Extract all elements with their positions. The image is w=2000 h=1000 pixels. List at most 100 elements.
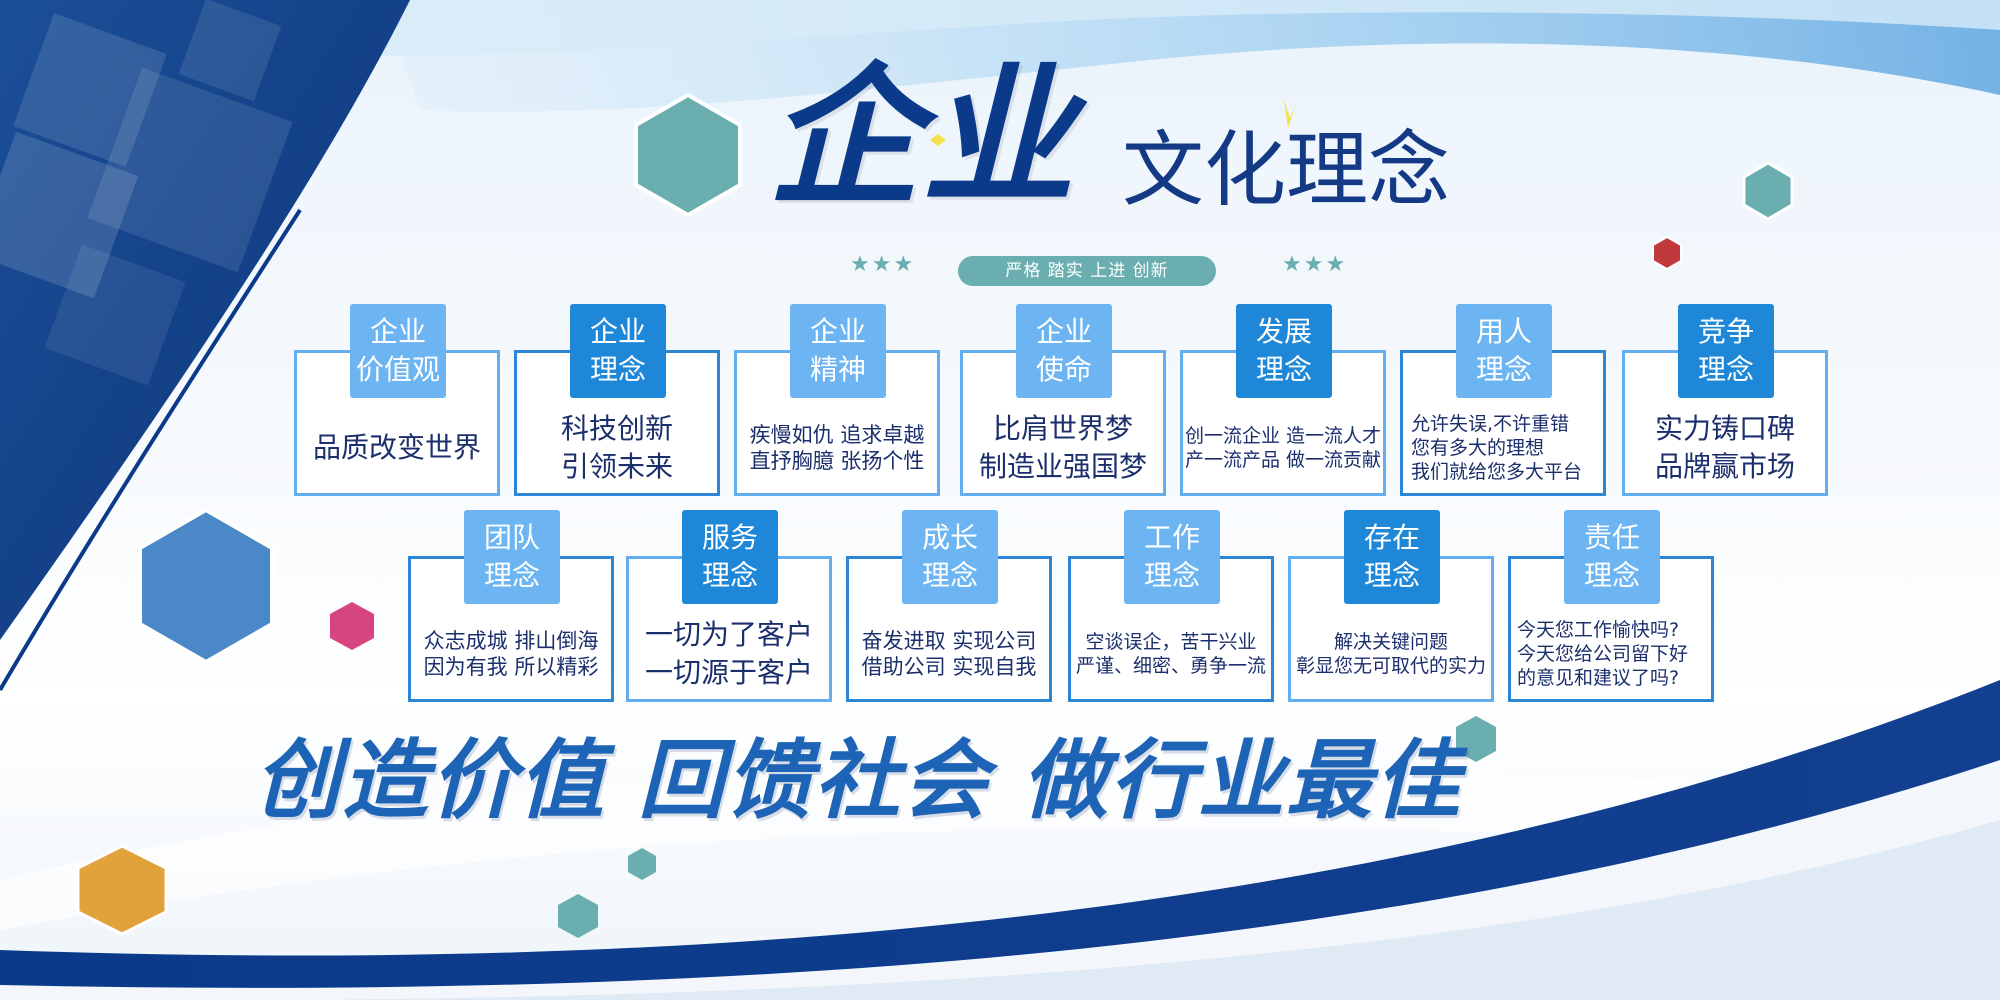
card-body: 创一流企业 造一流人才 产一流产品 做一流贡献 (1183, 403, 1383, 493)
card-body: 众志成城 排山倒海 因为有我 所以精彩 (411, 609, 611, 699)
title-sub: 文化理念 (1122, 123, 1451, 218)
card-tag: 发展 理念 (1236, 304, 1332, 398)
card-competition: 竞争 理念 实力铸口碑 品牌赢市场 (1622, 304, 1828, 496)
card-tag-line: 竞争 (1697, 315, 1754, 348)
card-tag-line: 用人 (1475, 315, 1532, 348)
card-tag-line: 工作 (1143, 521, 1200, 554)
card-value: 企业 价值观 品质改变世界 (294, 304, 500, 496)
card-body: 允许失误,不许重错 您有多大的理想 我们就给您多大平台 (1403, 403, 1603, 493)
card-tag: 企业 使命 (1016, 304, 1112, 398)
panel-square (13, 13, 167, 167)
card-tag-line: 理念 (701, 559, 758, 592)
card-tag: 企业 价值观 (350, 304, 446, 398)
slogan: 创造价值 回馈社会 做行业最佳 (254, 731, 1462, 831)
card-tag-line: 精神 (809, 353, 866, 386)
card-growth: 成长 理念 奋发进取 实现公司 借助公司 实现自我 (846, 510, 1052, 702)
card-text: 引领未来 (560, 450, 673, 483)
card-body: 今天您工作愉快吗? 今天您给公司留下好 的意见和建议了吗? (1511, 609, 1711, 699)
card-responsibility: 责任 理念 今天您工作愉快吗? 今天您给公司留下好 的意见和建议了吗? (1508, 510, 1714, 702)
card-text: 直抒胸臆 张扬个性 (749, 449, 925, 473)
card-tag: 竞争 理念 (1678, 304, 1774, 398)
card-text: 的意见和建议了吗? (1517, 667, 1680, 689)
panel-square (87, 67, 293, 273)
card-tag-line: 理念 (589, 353, 646, 386)
card-body: 奋发进取 实现公司 借助公司 实现自我 (849, 609, 1049, 699)
card-tag-line: 企业 (809, 315, 866, 348)
card-frame (1508, 556, 1714, 702)
card-tag-line: 团队 (483, 521, 540, 554)
card-text: 我们就给您多大平台 (1411, 461, 1583, 483)
card-text: 您有多大的理想 (1411, 437, 1545, 459)
hexagon (1742, 161, 1794, 221)
hexagon (1456, 716, 1496, 762)
card-tag-line: 理念 (1255, 353, 1312, 386)
hexagon (76, 844, 168, 936)
card-text: 比肩世界梦 (992, 412, 1133, 445)
card-tag-line: 使命 (1035, 353, 1092, 386)
panel-square (178, 0, 282, 102)
left-navy-panel (0, 0, 410, 640)
card-text: 品质改变世界 (312, 431, 481, 464)
top-wave-light (300, 0, 2000, 56)
card-philosophy: 企业 理念 科技创新 引领未来 (514, 304, 720, 496)
card-tag: 存在 理念 (1344, 510, 1440, 604)
card-body: 解决关键问题 彰显您无可取代的实力 (1291, 609, 1491, 699)
card-tag-line: 服务 (701, 521, 758, 554)
card-body: 疾慢如仇 追求卓越 直抒胸臆 张扬个性 (737, 403, 937, 493)
panel-line (0, 208, 302, 692)
card-service: 服务 理念 一切为了客户 一切源于客户 (626, 510, 832, 702)
card-text: 解决关键问题 (1333, 631, 1448, 653)
card-tag-line: 成长 (921, 521, 978, 554)
stars-right: ★★★ (1282, 252, 1348, 277)
card-team: 团队 理念 众志成城 排山倒海 因为有我 所以精彩 (408, 510, 614, 702)
card-tag-line: 存在 (1363, 521, 1420, 554)
stars-left: ★★★ (850, 252, 916, 277)
card-text: 众志成城 排山倒海 (423, 629, 599, 653)
card-text: 一切源于客户 (644, 656, 813, 689)
card-tag-line: 理念 (1697, 353, 1754, 386)
card-text: 允许失误,不许重错 (1411, 413, 1570, 435)
card-text: 因为有我 所以精彩 (423, 655, 599, 679)
card-talent: 用人 理念 允许失误,不许重错 您有多大的理想 我们就给您多大平台 (1400, 304, 1606, 496)
card-text: 奋发进取 实现公司 (861, 629, 1037, 653)
card-tag-line: 理念 (921, 559, 978, 592)
card-tag-line: 企业 (1035, 315, 1092, 348)
card-tag-line: 理念 (1143, 559, 1200, 592)
card-text: 品牌赢市场 (1654, 450, 1795, 483)
bottom-light-band (0, 820, 2000, 1000)
card-body: 科技创新 引领未来 (517, 403, 717, 493)
hexagon (138, 507, 274, 665)
card-tag-line: 价值观 (355, 353, 440, 386)
card-text: 科技创新 (560, 412, 673, 445)
card-body: 实力铸口碑 品牌赢市场 (1625, 403, 1825, 493)
card-text: 创一流企业 造一流人才 (1184, 425, 1382, 447)
card-body: 品质改变世界 (297, 403, 497, 493)
card-tag: 成长 理念 (902, 510, 998, 604)
white-sweep (0, 767, 2000, 930)
card-body: 比肩世界梦 制造业强国梦 (963, 403, 1163, 493)
hexagon (1652, 235, 1682, 271)
card-tag-line: 理念 (1363, 559, 1420, 592)
card-tag: 服务 理念 (682, 510, 778, 604)
card-tag: 团队 理念 (464, 510, 560, 604)
card-body: 空谈误企，苦干兴业 严谨、细密、勇争一流 (1071, 609, 1271, 699)
card-text: 一切为了客户 (644, 618, 813, 651)
card-text: 借助公司 实现自我 (861, 655, 1037, 679)
card-text: 严谨、细密、勇争一流 (1075, 655, 1266, 677)
card-text: 疾慢如仇 追求卓越 (749, 423, 925, 447)
card-tag: 责任 理念 (1564, 510, 1660, 604)
card-text: 今天您工作愉快吗? (1517, 619, 1680, 641)
panel-square (0, 131, 139, 299)
sparkle (1284, 100, 1296, 128)
panel-square (44, 244, 186, 386)
card-tag: 企业 精神 (790, 304, 886, 398)
card-tag: 用人 理念 (1456, 304, 1552, 398)
card-text: 产一流产品 做一流贡献 (1184, 449, 1382, 471)
card-tag-line: 责任 (1583, 521, 1640, 554)
card-tag-line: 理念 (1583, 559, 1640, 592)
card-text: 空谈误企，苦干兴业 (1085, 631, 1257, 653)
card-tag-line: 理念 (1475, 353, 1532, 386)
card-spirit: 企业 精神 疾慢如仇 追求卓越 直抒胸臆 张扬个性 (734, 304, 940, 496)
card-tag-line: 企业 (589, 315, 646, 348)
